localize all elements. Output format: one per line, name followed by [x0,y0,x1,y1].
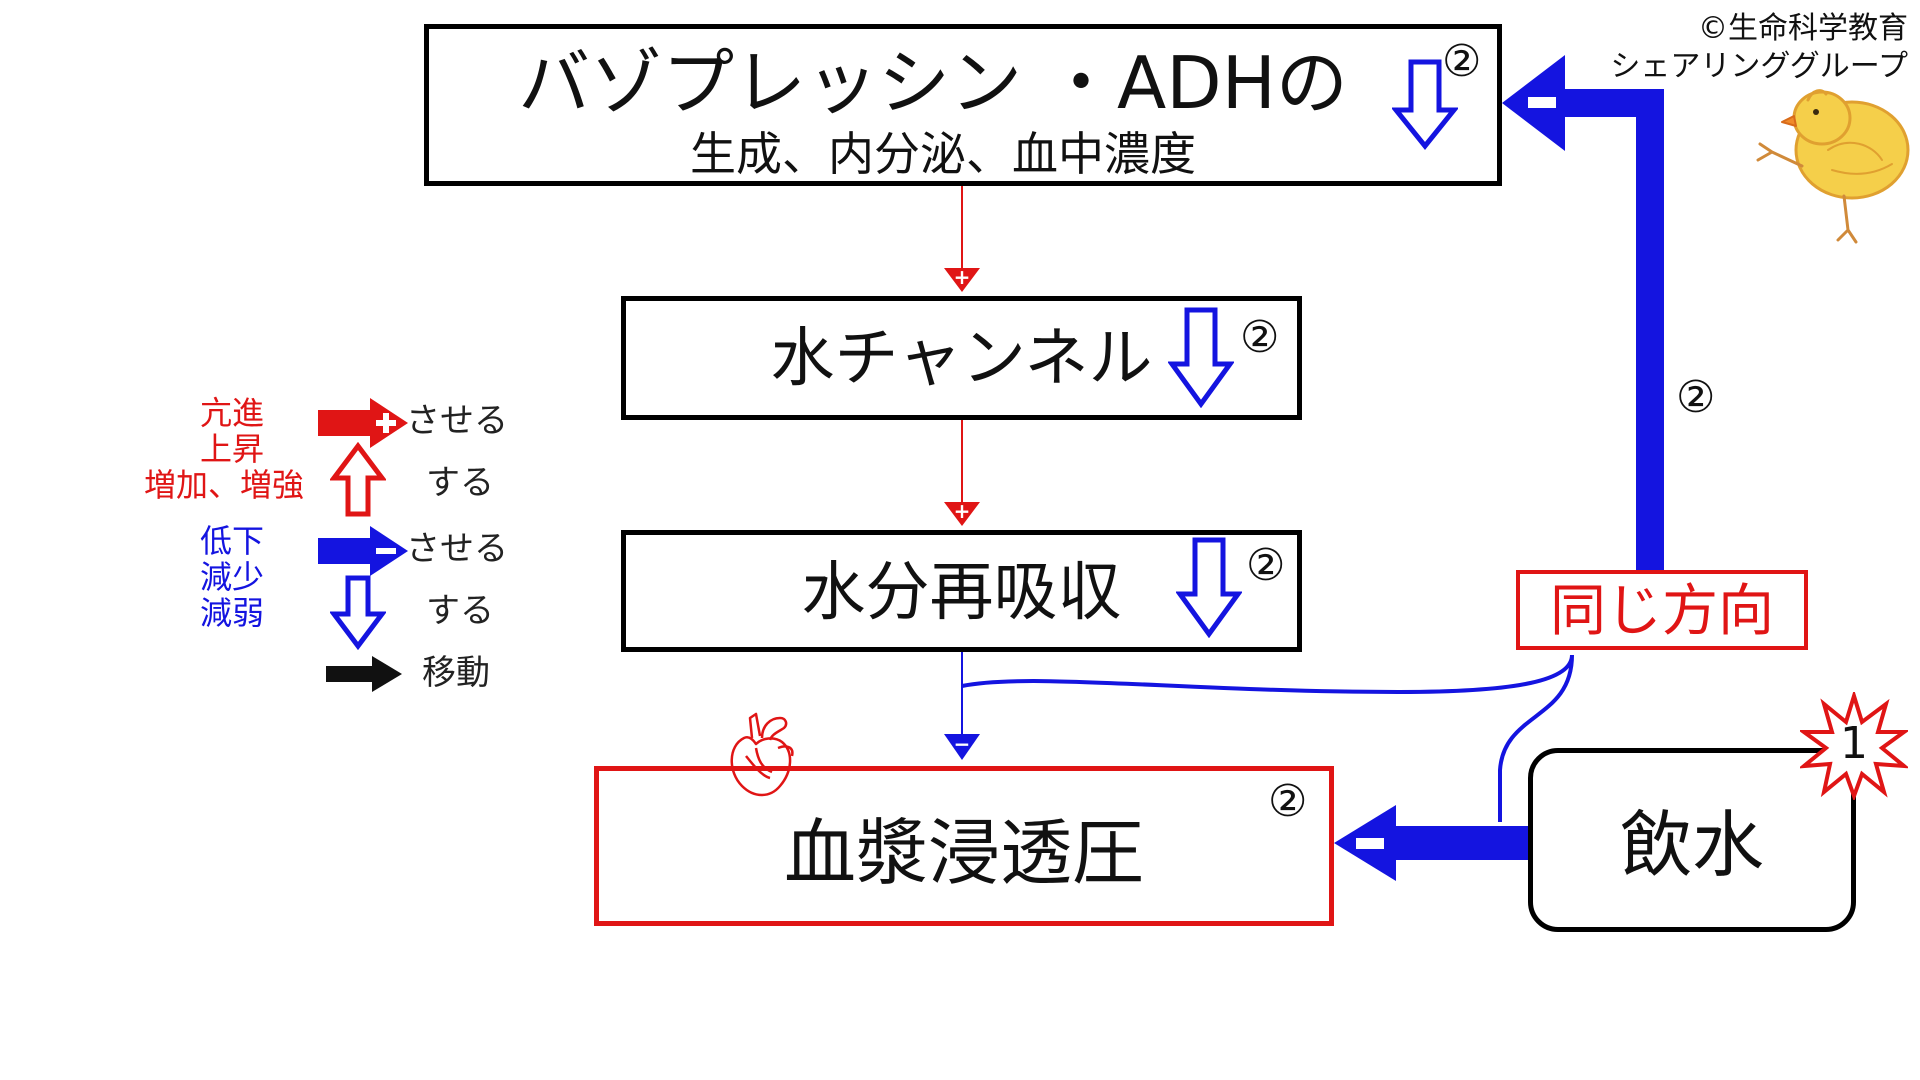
plasma-osmolality-badge: ② [1268,776,1308,827]
water-channel-title: 水チャンネル [770,322,1153,396]
vasopressin-title: バゾプレッシン ・ADHの [518,41,1348,125]
legend-suppress-arrow-icon [318,526,408,576]
feedback-arrow-shaft [1540,89,1664,570]
drinking-title: 飲水 [1619,803,1764,887]
plus-sign-1: + [954,265,971,289]
legend-increase-label-1: 亢進 [200,394,265,432]
same-direction-box: 同じ方向 [1516,570,1808,650]
reabsorption-box: 水分再吸収 [621,530,1302,652]
legend-promote-text-blue: させる [406,529,508,569]
feedback-minus-mark [1528,97,1556,108]
legend-decrease-label-2: 減少 [200,558,265,596]
plus-sign-2: + [954,499,971,523]
reabsorption-title: 水分再吸収 [801,556,1122,630]
starburst-number: 1 [1840,718,1868,769]
plasma-osmolality-box: 血漿浸透圧 [594,766,1334,926]
credit-line-2: シェアリンググループ [1610,49,1908,84]
legend-move-text: 移動 [422,653,490,693]
heart-icon [730,712,794,797]
hollow-down-arrow-icon [1176,537,1242,638]
minus-arrowhead-1 [944,734,980,760]
feedback-badge: ② [1676,372,1716,423]
reabsorption-badge: ② [1246,540,1286,591]
drinking-minus-mark [1356,838,1384,849]
hollow-up-arrow-icon [330,442,386,517]
vasopressin-badge: ② [1442,36,1482,87]
plus-arrowhead-1 [944,268,980,292]
legend-decrease-label-3: 減弱 [200,594,265,632]
drinking-box: 飲水 [1528,748,1856,932]
legend-promote-text-red: させる [406,401,508,441]
legend-self-text-red: する [426,463,494,503]
legend: 亢進 上昇 増加、増強 させる する 低下 減少 減弱 させる [140,394,520,706]
credit-line-1: ©生命科学教育 [1698,11,1908,46]
hollow-down-arrow-icon [1168,307,1234,408]
plus-arrowhead-2 [944,502,980,526]
minus-sign-1: − [954,732,971,756]
plasma-osmolality-title: 血漿浸透圧 [783,811,1144,895]
legend-decrease-label-1: 低下 [200,522,265,560]
same-direction-label: 同じ方向 [1550,579,1774,644]
vasopressin-box: バゾプレッシン ・ADHの 生成、内分泌、血中濃度 [424,24,1502,186]
legend-self-text-blue: する [426,591,494,631]
vasopressin-subtitle: 生成、内分泌、血中濃度 [690,127,1196,181]
hollow-down-arrow-icon [1392,59,1458,150]
chick-icon [1756,89,1910,244]
legend-increase-label-2: 上昇 [200,430,265,468]
starburst-icon [1800,692,1908,800]
legend-increase-label-3: 増加、増強 [144,466,305,504]
legend-promote-arrow-icon [318,398,408,448]
legend-move-arrow-icon [326,656,402,692]
water-channel-badge: ② [1240,312,1280,363]
hollow-down-arrow-icon [330,575,386,650]
same-direction-bracket [961,654,1574,822]
